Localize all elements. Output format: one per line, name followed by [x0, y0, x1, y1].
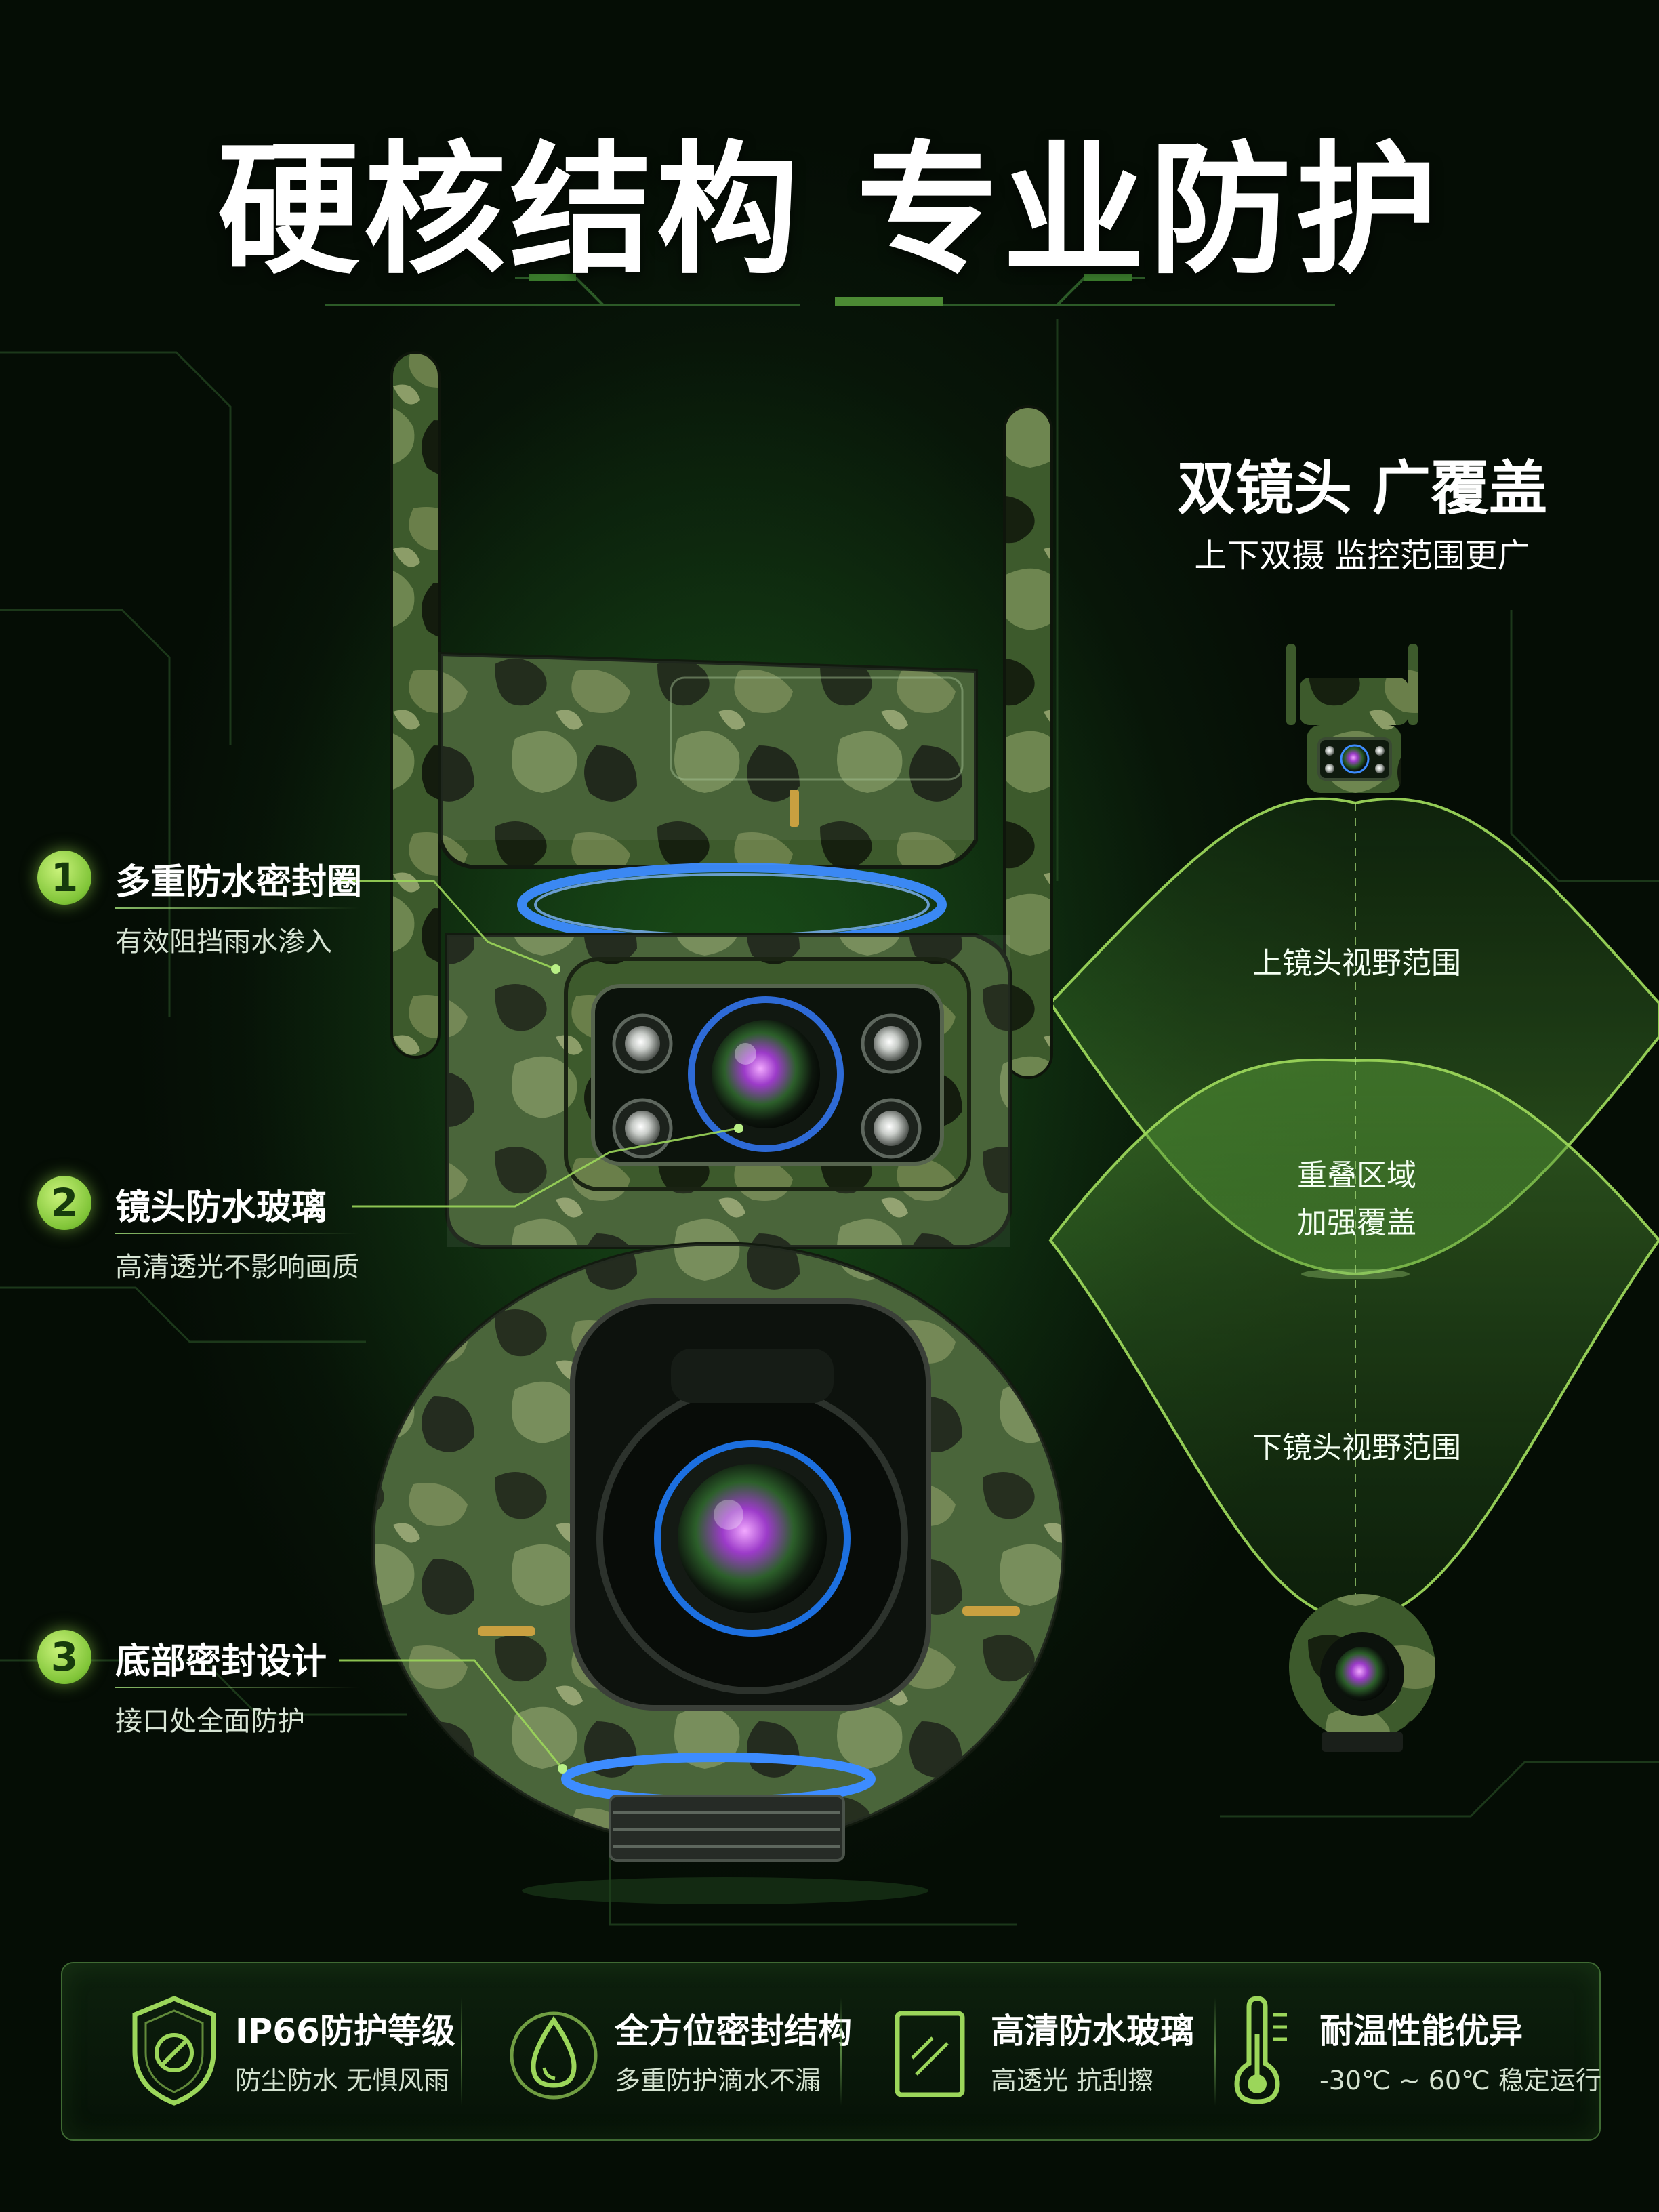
overlap-zone-line1: 重叠区域 — [1297, 1158, 1416, 1193]
feature-subtitle: 高透光 抗刮擦 — [991, 2066, 1154, 2095]
callout-label: 多重防水密封圈 — [115, 862, 363, 903]
feature-title: 全方位密封结构 — [615, 2011, 852, 2051]
feature-subtitle: -30℃ ~ 60℃ 稳定运行 — [1319, 2066, 1601, 2095]
callout-underline — [115, 1687, 359, 1688]
callout-number-badge: 1 — [37, 851, 91, 905]
feature-divider — [1214, 1997, 1216, 2106]
callout-description: 接口处全面防护 — [115, 1706, 305, 1737]
feature-title: 高清防水玻璃 — [991, 2011, 1194, 2051]
feature-title: IP66防护等级 — [235, 2011, 455, 2051]
page-title: 硬核结构 专业防护 — [217, 127, 1442, 293]
callout-number-badge: 2 — [37, 1176, 91, 1230]
callout-underline — [115, 1233, 359, 1234]
dual-lens-subtitle: 上下双摄 监控范围更广 — [1194, 537, 1530, 575]
callout-underline — [115, 907, 359, 909]
shield-icon — [132, 1996, 216, 2106]
callout-number-badge: 3 — [37, 1630, 91, 1684]
feature-divider — [461, 1997, 462, 2106]
upper-lens-zone-label: 上镜头视野范围 — [1252, 946, 1461, 981]
overlap-zone-label: 重叠区域 加强覆盖 — [1194, 1152, 1519, 1247]
glass-pane-icon — [895, 2011, 965, 2097]
feature-subtitle: 多重防护滴水不漏 — [615, 2066, 821, 2095]
feature-divider — [840, 1997, 842, 2106]
feature-ip66: IP66防护等级 防尘防水 无惧风雨 — [62, 1963, 455, 2139]
feature-bar: IP66防护等级 防尘防水 无惧风雨 全方位密封结构 多重防护滴水不漏 高清防水… — [61, 1962, 1601, 2141]
overlap-zone-line2: 加强覆盖 — [1297, 1206, 1416, 1240]
feature-title: 耐温性能优异 — [1319, 2011, 1523, 2051]
feature-sealed-structure: 全方位密封结构 多重防护滴水不漏 — [442, 1963, 852, 2139]
lower-lens-zone-label: 下镜头视野范围 — [1252, 1431, 1461, 1465]
thermometer-icon — [1234, 1996, 1287, 2104]
feature-temperature: 耐温性能优异 -30℃ ~ 60℃ 稳定运行 — [1147, 1963, 1601, 2139]
callout-label: 镜头防水玻璃 — [115, 1187, 327, 1228]
callout-label: 底部密封设计 — [115, 1641, 327, 1682]
callout-description: 高清透光不影响画质 — [115, 1252, 359, 1283]
dual-lens-title: 双镜头 广覆盖 — [1177, 455, 1547, 523]
feature-waterproof-glass: 高清防水玻璃 高透光 抗刮擦 — [818, 1963, 1197, 2139]
callout-description: 有效阻挡雨水渗入 — [115, 926, 332, 958]
water-drop-icon — [510, 2011, 598, 2100]
feature-subtitle: 防尘防水 无惧风雨 — [235, 2066, 450, 2095]
